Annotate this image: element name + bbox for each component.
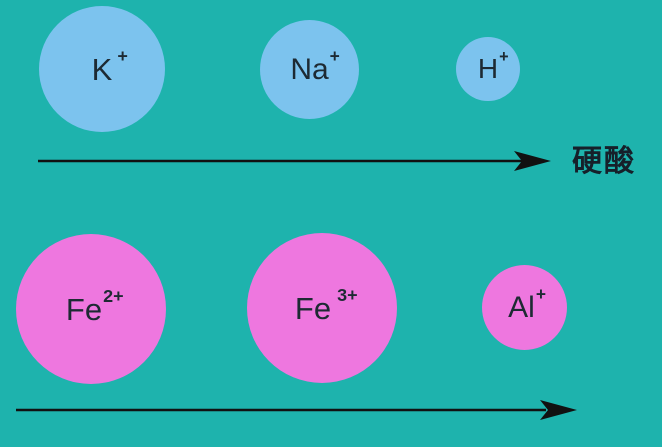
row-2-arrow-head bbox=[540, 400, 577, 420]
ion-al-circle: Al+ bbox=[482, 265, 567, 350]
ion-k-symbol: K bbox=[91, 51, 113, 87]
ion-al-symbol: Al bbox=[508, 290, 535, 324]
ion-h-charge: + bbox=[499, 48, 509, 67]
row-1-arrow-head bbox=[514, 151, 551, 171]
ion-k-charge: + bbox=[117, 46, 128, 67]
ion-na-label: Na+ bbox=[290, 48, 340, 86]
ion-k-label: K+ bbox=[91, 47, 128, 87]
ion-h-symbol: H bbox=[477, 53, 499, 84]
ion-na-charge: + bbox=[329, 46, 340, 67]
ion-fe2-symbol: Fe bbox=[65, 291, 103, 327]
row-1-label: 硬酸 bbox=[572, 144, 636, 179]
ion-fe3-symbol: Fe bbox=[294, 290, 332, 326]
ion-h-label: H+ bbox=[477, 49, 509, 84]
row-2-arrow bbox=[16, 400, 577, 420]
ion-na-symbol: Na bbox=[290, 52, 329, 86]
ion-na-circle: Na+ bbox=[260, 20, 359, 119]
ion-al-charge: + bbox=[535, 284, 546, 305]
ion-k-circle: K+ bbox=[39, 6, 165, 132]
ion-fe3-charge: 3+ bbox=[337, 285, 358, 306]
row-1-arrow bbox=[38, 151, 551, 171]
ion-al-label: Al+ bbox=[508, 286, 546, 324]
ion-fe2-charge: 2+ bbox=[103, 286, 124, 307]
ion-h-circle: H+ bbox=[456, 37, 520, 101]
